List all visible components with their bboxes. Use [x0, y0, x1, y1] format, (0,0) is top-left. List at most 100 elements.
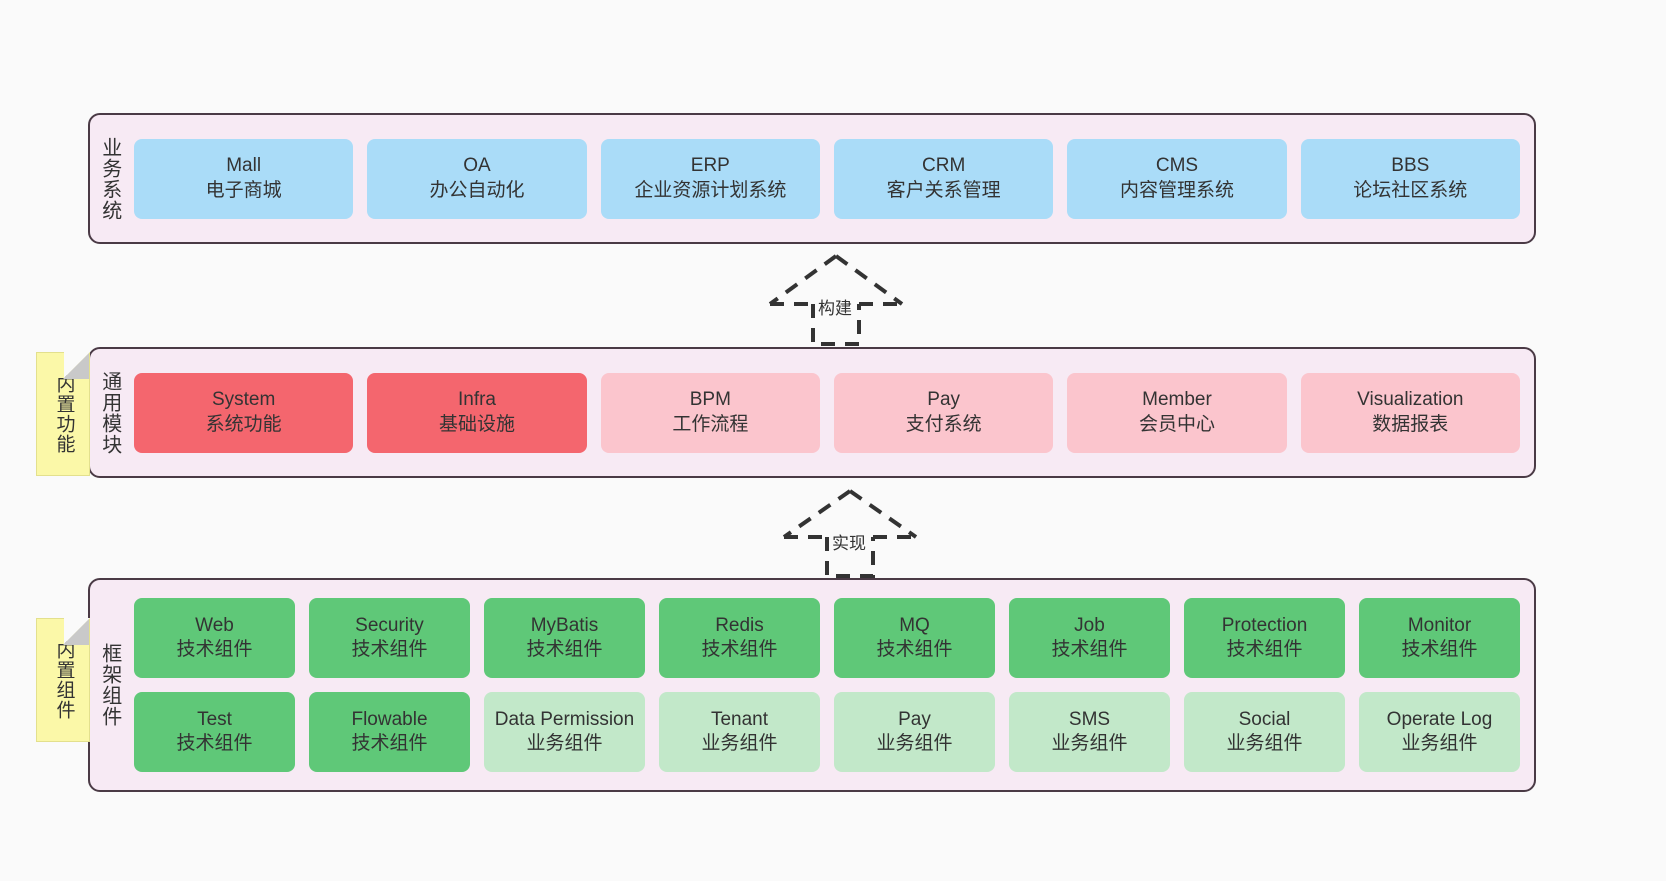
connector-shaft [811, 304, 861, 346]
layer-title-framework-components: 框架组件 [98, 643, 121, 727]
card-subtitle: 技术组件 [351, 639, 428, 660]
card-row: Web 技术组件 Security 技术组件 MyBatis 技术组件 Redi… [134, 598, 1520, 678]
card-title: Job [1074, 614, 1105, 636]
layer-title-common-modules: 通用模块 [98, 370, 121, 455]
card-test[interactable]: Test 技术组件 [134, 692, 295, 772]
card-cms[interactable]: CMS 内容管理系统 [1067, 138, 1287, 219]
card-subtitle: 会员中心 [1138, 413, 1215, 435]
card-subtitle: 办公自动化 [429, 179, 525, 201]
card-subtitle: 技术组件 [1051, 639, 1128, 660]
card-subtitle: 业务组件 [1226, 733, 1303, 754]
card-crm[interactable]: CRM 客户关系管理 [833, 138, 1054, 219]
card-subtitle: 技术组件 [176, 639, 253, 660]
card-row: System 系统功能 Infra 基础设施 BPM 工作流程 Pay 支付系统… [134, 372, 1520, 453]
card-subtitle: 论坛社区系统 [1353, 179, 1468, 201]
card-title: Tenant [710, 708, 769, 730]
card-subtitle: 技术组件 [876, 639, 953, 660]
card-operate-log[interactable]: Operate Log 业务组件 [1359, 692, 1520, 772]
card-subtitle: 数据报表 [1372, 413, 1449, 435]
card-title: Test [197, 708, 232, 730]
layer-body-common-modules: System 系统功能 Infra 基础设施 BPM 工作流程 Pay 支付系统… [128, 349, 1534, 476]
card-title: Infra [457, 389, 496, 411]
card-subtitle: 业务组件 [701, 733, 778, 754]
card-flowable[interactable]: Flowable 技术组件 [309, 692, 470, 772]
card-job[interactable]: Job 技术组件 [1009, 598, 1170, 678]
card-row: Mall 电子商城 OA 办公自动化 ERP 企业资源计划系统 CRM 客户关系… [134, 138, 1520, 219]
card-title: OA [463, 155, 491, 177]
card-web[interactable]: Web 技术组件 [134, 598, 295, 678]
card-title: Flowable [351, 708, 428, 730]
card-title: CRM [922, 155, 966, 177]
card-title: Monitor [1407, 614, 1472, 636]
card-subtitle: 技术组件 [526, 639, 603, 660]
card-title: Member [1142, 389, 1212, 411]
card-subtitle: 技术组件 [351, 733, 428, 754]
card-pay-module[interactable]: Pay 支付系统 [833, 372, 1054, 453]
note-builtin-component-label: 内置组件 [53, 640, 75, 720]
card-subtitle: 客户关系管理 [886, 179, 1001, 201]
card-title: MQ [899, 614, 930, 636]
card-pay-component[interactable]: Pay 业务组件 [834, 692, 995, 772]
card-row: Test 技术组件 Flowable 技术组件 Data Permission … [134, 692, 1520, 772]
card-subtitle: 技术组件 [176, 733, 253, 754]
card-title: Data Permission [494, 708, 635, 730]
layer-body-framework-components: Web 技术组件 Security 技术组件 MyBatis 技术组件 Redi… [128, 580, 1534, 790]
card-mall[interactable]: Mall 电子商城 [134, 138, 354, 219]
card-bpm[interactable]: BPM 工作流程 [600, 372, 820, 453]
card-title: Pay [898, 708, 931, 730]
card-subtitle: 业务组件 [526, 733, 603, 754]
card-bbs[interactable]: BBS 论坛社区系统 [1300, 138, 1520, 219]
card-protection[interactable]: Protection 技术组件 [1184, 598, 1345, 678]
card-title: SMS [1068, 708, 1111, 730]
card-subtitle: 企业资源计划系统 [634, 179, 787, 201]
card-member[interactable]: Member 会员中心 [1067, 372, 1287, 453]
card-title: Visualization [1357, 389, 1464, 411]
card-title: CMS [1155, 155, 1199, 177]
card-title: Redis [715, 614, 764, 636]
arrowhead-left-edge [768, 254, 838, 306]
card-title: Protection [1221, 614, 1308, 636]
card-subtitle: 基础设施 [438, 413, 515, 435]
card-title: Operate Log [1386, 708, 1493, 730]
card-subtitle: 业务组件 [876, 733, 953, 754]
card-subtitle: 支付系统 [905, 413, 982, 435]
card-erp[interactable]: ERP 企业资源计划系统 [600, 138, 820, 219]
card-title: System [211, 389, 276, 411]
card-subtitle: 业务组件 [1401, 733, 1478, 754]
card-infra[interactable]: Infra 基础设施 [367, 372, 587, 453]
connector-build: 构建 [756, 252, 916, 347]
card-subtitle: 业务组件 [1051, 733, 1128, 754]
card-security[interactable]: Security 技术组件 [309, 598, 470, 678]
arrowhead-right-edge [834, 254, 904, 306]
card-tenant[interactable]: Tenant 业务组件 [659, 692, 820, 772]
note-builtin-feature: 内置功能 [36, 352, 90, 476]
arrowhead-right-edge [848, 489, 918, 539]
card-monitor[interactable]: Monitor 技术组件 [1359, 598, 1520, 678]
card-title: MyBatis [530, 614, 599, 636]
card-redis[interactable]: Redis 技术组件 [659, 598, 820, 678]
card-title: Pay [927, 389, 961, 411]
card-social[interactable]: Social 业务组件 [1184, 692, 1345, 772]
card-sms[interactable]: SMS 业务组件 [1009, 692, 1170, 772]
arrowhead-left-edge [782, 489, 852, 539]
card-visualization[interactable]: Visualization 数据报表 [1300, 372, 1520, 453]
card-oa[interactable]: OA 办公自动化 [367, 138, 587, 219]
card-title: Mall [226, 155, 262, 177]
note-builtin-component: 内置组件 [36, 618, 90, 742]
card-mybatis[interactable]: MyBatis 技术组件 [484, 598, 645, 678]
layer-body-business-system: Mall 电子商城 OA 办公自动化 ERP 企业资源计划系统 CRM 客户关系… [128, 115, 1534, 242]
layer-framework-components: 框架组件 Web 技术组件 Security 技术组件 MyBatis 技术组件… [88, 578, 1536, 792]
layer-business-system: 业务系统 Mall 电子商城 OA 办公自动化 ERP 企业资源计划系统 CRM… [88, 113, 1536, 244]
card-system[interactable]: System 系统功能 [134, 372, 354, 453]
connector-build-label: 构建 [818, 299, 852, 318]
card-subtitle: 电子商城 [205, 179, 282, 201]
card-title: ERP [690, 155, 730, 177]
card-mq[interactable]: MQ 技术组件 [834, 598, 995, 678]
card-data-permission[interactable]: Data Permission 业务组件 [484, 692, 645, 772]
layer-title-business-system: 业务系统 [98, 136, 121, 221]
card-subtitle: 工作流程 [672, 413, 749, 435]
card-title: Security [355, 614, 424, 636]
card-title: BPM [689, 389, 731, 411]
card-title: Web [195, 614, 234, 636]
